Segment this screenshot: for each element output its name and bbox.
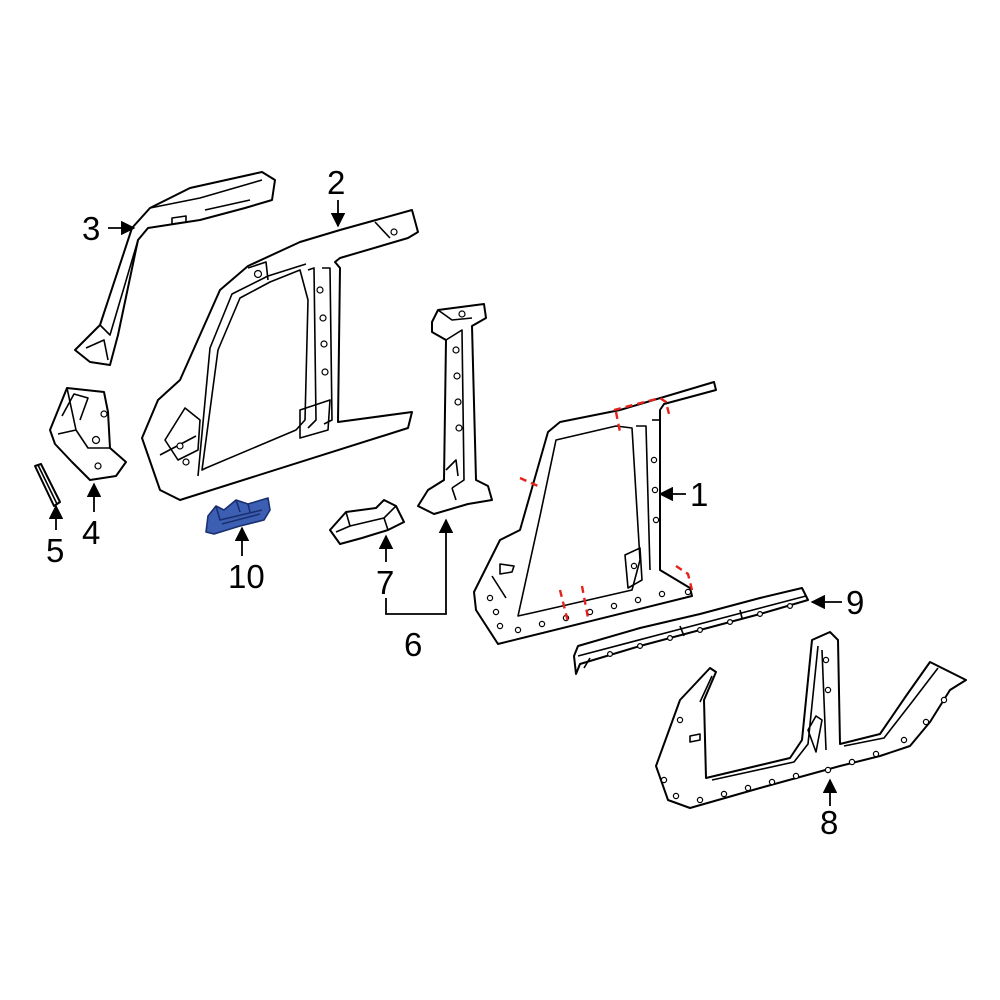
part-10-highlighted-bracket[interactable] [205, 497, 271, 535]
callout-1[interactable]: 1 [690, 476, 708, 513]
leader-6 [385, 518, 454, 615]
part-6-b-pillar-reinforcement[interactable] [417, 303, 493, 515]
cut-lines [519, 396, 694, 623]
part-4-hinge-reinforcement[interactable] [49, 387, 127, 481]
callout-6[interactable]: 6 [404, 626, 422, 663]
callout-5[interactable]: 5 [46, 532, 64, 569]
leader-lines [48, 200, 842, 806]
callout-9[interactable]: 9 [846, 584, 864, 621]
part-2-body-side-aperture[interactable] [141, 209, 419, 501]
callout-3[interactable]: 3 [82, 210, 100, 247]
callouts: 1 2 3 4 5 6 7 8 9 10 [46, 164, 864, 841]
part-7-bracket[interactable] [329, 499, 405, 545]
part-3-a-pillar-upper[interactable] [74, 171, 276, 366]
part-1-inner-body-side[interactable] [473, 381, 717, 645]
callout-7[interactable]: 7 [376, 564, 394, 601]
part-9-rocker-reinforcement[interactable] [573, 587, 809, 675]
callout-10[interactable]: 10 [228, 558, 265, 595]
part-8-lower-body-side[interactable] [655, 631, 967, 809]
part-5-strip[interactable] [34, 463, 61, 507]
callout-4[interactable]: 4 [82, 514, 100, 551]
callout-8[interactable]: 8 [820, 804, 838, 841]
callout-2[interactable]: 2 [327, 164, 345, 201]
